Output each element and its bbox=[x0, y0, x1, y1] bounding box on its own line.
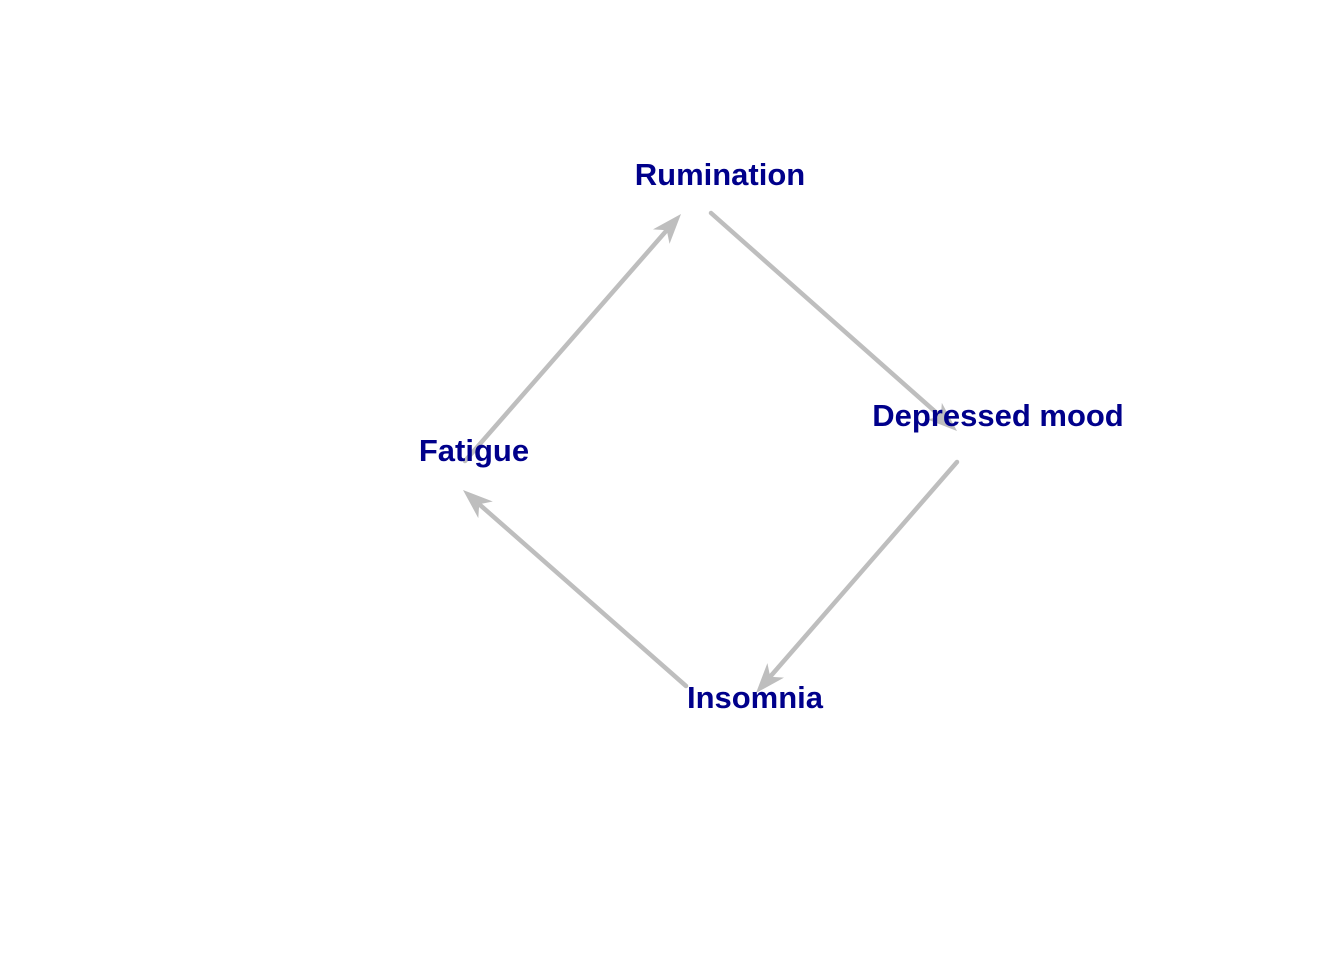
node-label-fatigue: Fatigue bbox=[419, 433, 529, 468]
node-label-depressed-mood: Depressed mood bbox=[872, 398, 1124, 433]
node-label-rumination: Rumination bbox=[635, 157, 806, 192]
arrowhead-insomnia-to-fatigue bbox=[463, 490, 493, 519]
edge-rumination-to-depressed-mood bbox=[708, 210, 954, 428]
edge-fatigue-to-rumination bbox=[462, 217, 678, 464]
edge-depressed-mood-to-insomnia bbox=[759, 459, 960, 690]
edge-insomnia-to-fatigue bbox=[466, 493, 689, 689]
edges-group bbox=[462, 210, 960, 693]
node-label-insomnia: Insomnia bbox=[687, 680, 824, 715]
arrowhead-fatigue-to-rumination bbox=[652, 214, 681, 244]
arrowhead-rumination-to-depressed-mood bbox=[927, 402, 957, 431]
node-labels-group: Rumination Depressed mood Insomnia Fatig… bbox=[419, 157, 1124, 715]
arrowhead-depressed-mood-to-insomnia bbox=[756, 663, 784, 693]
